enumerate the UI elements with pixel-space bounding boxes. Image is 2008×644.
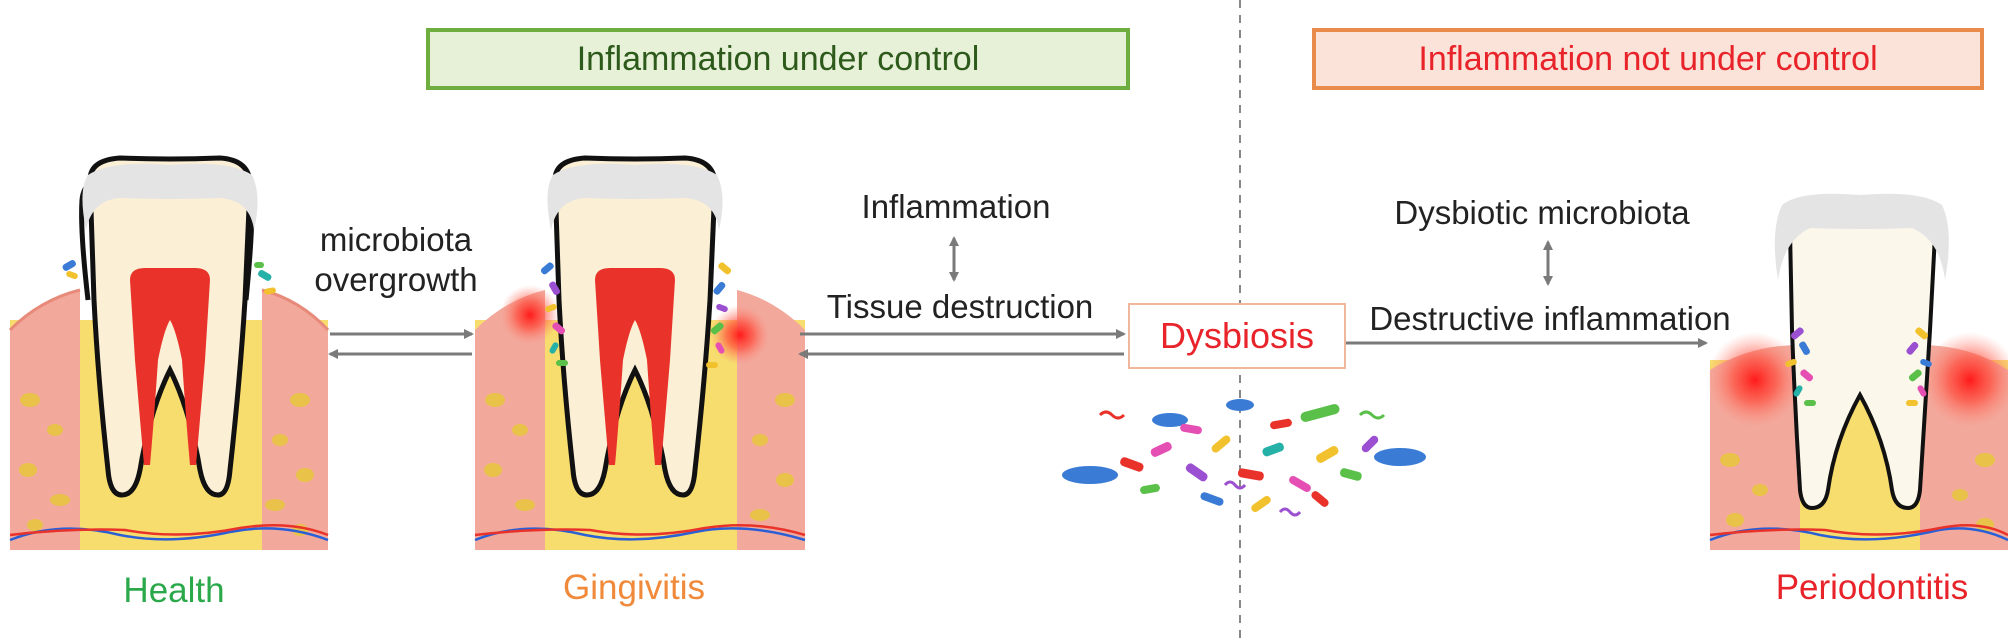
stage-health-label: Health <box>123 571 225 610</box>
dysbiotic-bacteria-cluster <box>1062 399 1426 517</box>
health-tooth-illustration <box>8 155 330 550</box>
destructive-inflammation-label: Destructive inflammation <box>1369 300 1731 337</box>
dysbiotic-microbiota-label: Dysbiotic microbiota <box>1394 194 1690 231</box>
tissue-destruction-label: Tissue destruction <box>826 288 1094 325</box>
arrows <box>328 236 1708 359</box>
microbiota-overgrowth-label: microbiota overgrowth <box>314 221 478 298</box>
gingivitis-tooth-illustration <box>474 155 806 550</box>
inflammation-controlled-box: Inflammation under control <box>426 28 1130 90</box>
stage-periodontitis-label: Periodontitis <box>1775 568 1969 607</box>
inflammation-controlled-label: Inflammation under control <box>576 39 980 78</box>
periodontitis-tooth-illustration <box>1707 193 2008 550</box>
dysbiosis-label: Dysbiosis <box>1159 315 1315 356</box>
dysbiosis-box: Dysbiosis <box>1128 303 1346 369</box>
inflammation-label: Inflammation <box>861 188 1051 225</box>
stage-gingivitis-label: Gingivitis <box>563 568 705 607</box>
inflammation-uncontrolled-box: Inflammation not under control <box>1312 28 1984 90</box>
inflammation-uncontrolled-label: Inflammation not under control <box>1418 39 1878 78</box>
